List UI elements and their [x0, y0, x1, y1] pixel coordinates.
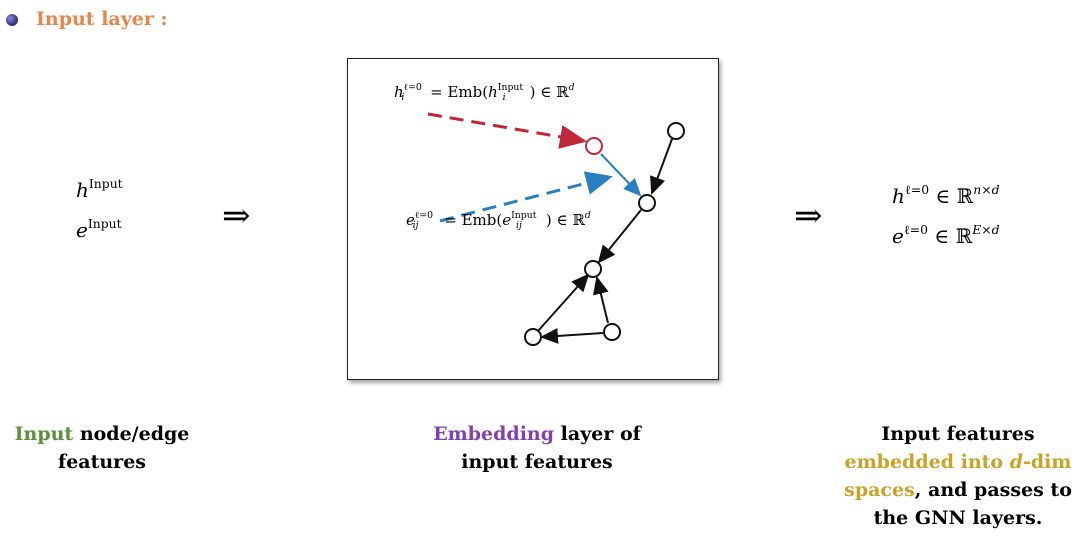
graph-node — [638, 194, 656, 212]
implies-left-icon: ⇒ — [222, 196, 251, 236]
graph-diagram — [427, 112, 685, 346]
graph-node — [584, 260, 602, 278]
implies-right-icon: ⇒ — [794, 196, 823, 236]
caption-embedded-features: Input features embedded into d-dim space… — [844, 423, 1072, 529]
bullet-icon — [6, 14, 18, 26]
e-input-label: eInput — [76, 215, 122, 242]
red-dashed-arrow — [427, 112, 587, 149]
red-node — [585, 137, 603, 155]
section-heading: Input layer : — [36, 8, 168, 30]
graph-edge — [540, 327, 604, 344]
graph-edge — [593, 276, 609, 324]
e-output-label: eℓ=0 ∈ ℝE×d — [892, 221, 1000, 248]
graph-edge — [650, 138, 673, 195]
blue-dashed-arrow — [439, 171, 613, 223]
caption-embedding-layer: Embedding layer of input features — [433, 423, 641, 473]
embedding-figure: hℓ=0i = Emb(hInputi) ∈ ℝd eℓ=0ij = Emb(e… — [347, 58, 719, 380]
graph-edge — [537, 273, 590, 332]
e-embedding-equation: eℓ=0ij = Emb(eInputij) ∈ ℝd — [406, 210, 591, 232]
h-embedding-equation: hℓ=0i = Emb(hInputi) ∈ ℝd — [394, 82, 575, 104]
graph-node — [667, 122, 685, 140]
h-input-label: hInput — [76, 175, 123, 202]
graph-edge — [597, 209, 642, 264]
h-output-label: hℓ=0 ∈ ℝn×d — [892, 181, 1000, 208]
caption-input-features: Input node/edge features — [14, 423, 190, 473]
blue-solid-arrow — [600, 153, 642, 197]
graph-node — [603, 323, 621, 341]
graph-node — [524, 328, 542, 346]
